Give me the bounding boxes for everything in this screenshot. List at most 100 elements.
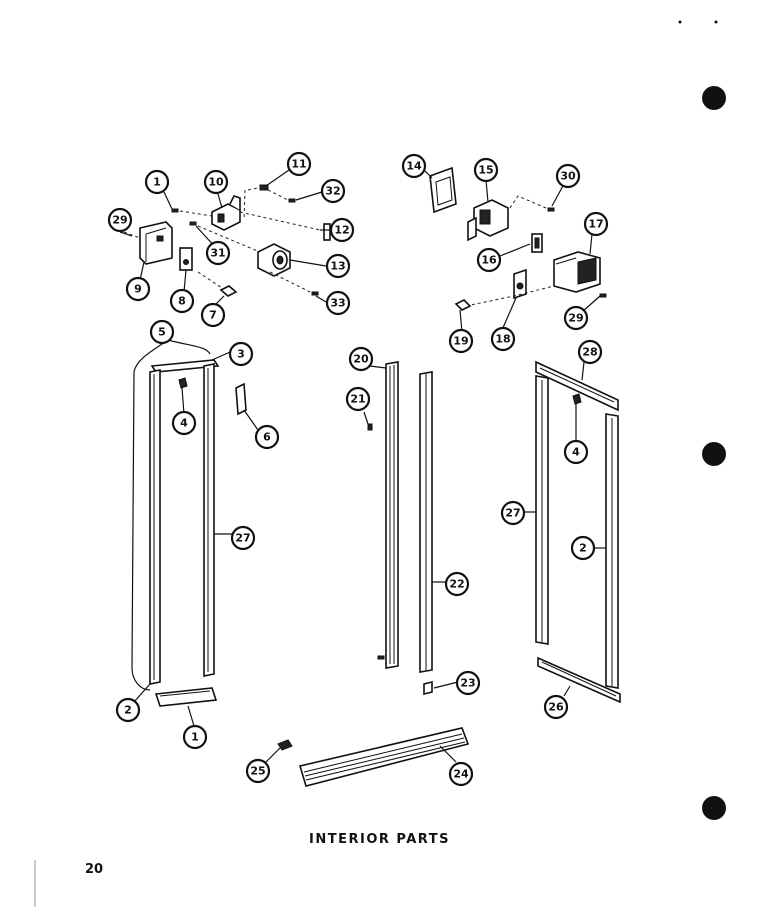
svg-text:2: 2 bbox=[579, 542, 587, 555]
callout-23: 23 bbox=[455, 670, 481, 696]
bolt-4-left bbox=[178, 377, 188, 389]
svg-text:26: 26 bbox=[548, 701, 564, 714]
callout-19: 19 bbox=[448, 328, 474, 354]
wire-5 bbox=[131, 339, 211, 691]
scan-speck bbox=[714, 20, 718, 24]
callout-28: 28 bbox=[577, 339, 603, 365]
svg-text:23: 23 bbox=[460, 677, 475, 690]
channel-22 bbox=[419, 371, 433, 673]
frame-rail-top-28 bbox=[535, 360, 619, 412]
callout-22: 22 bbox=[444, 571, 470, 597]
svg-text:1: 1 bbox=[153, 176, 161, 189]
grille-14 bbox=[429, 166, 457, 214]
frame-rail-right-2 bbox=[605, 413, 619, 689]
callout-17: 17 bbox=[583, 211, 609, 237]
svg-text:5: 5 bbox=[158, 326, 166, 339]
callout-27-right: 27 bbox=[500, 500, 526, 526]
control-15 bbox=[467, 199, 509, 242]
frame-rail-bottom-1 bbox=[154, 687, 218, 707]
svg-text:8: 8 bbox=[178, 295, 186, 308]
cap-23 bbox=[423, 680, 433, 696]
callout-20: 20 bbox=[348, 346, 374, 372]
callout-30-left: 1 bbox=[144, 169, 170, 195]
callout-12: 12 bbox=[329, 217, 355, 243]
callout-3: 3 bbox=[228, 341, 254, 367]
svg-text:18: 18 bbox=[495, 333, 510, 346]
svg-text:27: 27 bbox=[235, 532, 250, 545]
svg-text:6: 6 bbox=[263, 431, 271, 444]
channel-20 bbox=[377, 361, 399, 669]
svg-text:21: 21 bbox=[350, 393, 365, 406]
callout-33: 33 bbox=[325, 290, 351, 316]
frame-rail-bottom-26 bbox=[537, 656, 621, 704]
svg-text:31: 31 bbox=[210, 247, 225, 260]
callout-9: 9 bbox=[125, 276, 151, 302]
svg-text:20: 20 bbox=[353, 353, 369, 366]
svg-text:15: 15 bbox=[478, 164, 493, 177]
callout-5: 5 bbox=[149, 319, 175, 345]
svg-text:4: 4 bbox=[572, 446, 580, 459]
screw-30-right bbox=[509, 195, 555, 212]
svg-text:33: 33 bbox=[330, 297, 345, 310]
frame-rail-right-27 bbox=[203, 363, 215, 677]
screw-21 bbox=[367, 423, 373, 431]
page-number: 20 bbox=[85, 862, 104, 877]
housing-9 bbox=[139, 221, 173, 265]
callout-21: 21 bbox=[345, 386, 371, 412]
callout-26: 26 bbox=[543, 694, 569, 720]
callout-16: 16 bbox=[476, 247, 502, 273]
callout-4-right: 4 bbox=[563, 439, 589, 465]
callout-2-right: 2 bbox=[570, 535, 596, 561]
callout-24: 24 bbox=[448, 761, 474, 787]
svg-text:1: 1 bbox=[191, 731, 199, 744]
callout-7: 7 bbox=[200, 302, 226, 328]
svg-text:29: 29 bbox=[112, 214, 127, 227]
callout-15: 15 bbox=[473, 157, 499, 183]
svg-text:25: 25 bbox=[250, 765, 265, 778]
svg-text:9: 9 bbox=[134, 283, 142, 296]
frame-rail-top-3 bbox=[150, 359, 220, 373]
clip-19 bbox=[454, 299, 472, 311]
svg-text:10: 10 bbox=[208, 176, 224, 189]
svg-text:14: 14 bbox=[406, 160, 422, 173]
bolt-4-right bbox=[572, 393, 582, 405]
svg-text:30: 30 bbox=[560, 170, 576, 183]
callout-31: 31 bbox=[205, 240, 231, 266]
leader-lines bbox=[117, 169, 606, 763]
screw-31 bbox=[189, 221, 261, 253]
svg-text:22: 22 bbox=[449, 578, 464, 591]
callout-29-right: 29 bbox=[563, 305, 589, 331]
callout-27-left: 27 bbox=[230, 525, 256, 551]
svg-text:12: 12 bbox=[334, 224, 349, 237]
svg-text:2: 2 bbox=[124, 704, 132, 717]
screw-33 bbox=[269, 271, 319, 296]
svg-text:16: 16 bbox=[481, 254, 497, 267]
callout-4-left: 4 bbox=[171, 410, 197, 436]
svg-text:27: 27 bbox=[505, 507, 520, 520]
scan-speck bbox=[678, 20, 682, 24]
callout-1: 1 bbox=[182, 724, 208, 750]
svg-text:17: 17 bbox=[588, 218, 603, 231]
screw-32 bbox=[267, 189, 296, 203]
binder-hole-top bbox=[702, 86, 726, 110]
knob-16 bbox=[531, 233, 543, 253]
bracket-10 bbox=[211, 195, 241, 231]
diagram-title: INTERIOR PARTS bbox=[309, 832, 450, 847]
callout-30-right: 30 bbox=[555, 163, 581, 189]
screw-30-left bbox=[171, 208, 213, 217]
svg-text:13: 13 bbox=[330, 260, 345, 273]
svg-text:24: 24 bbox=[453, 768, 469, 781]
screw-25 bbox=[277, 739, 293, 751]
svg-text:28: 28 bbox=[582, 346, 597, 359]
callout-25: 25 bbox=[245, 758, 271, 784]
frame-rail-left-2 bbox=[149, 369, 161, 685]
svg-text:4: 4 bbox=[180, 417, 188, 430]
svg-text:11: 11 bbox=[291, 158, 306, 171]
trim-24 bbox=[298, 727, 470, 787]
frame-rail-left-27 bbox=[535, 375, 549, 645]
svg-text:29: 29 bbox=[568, 312, 583, 325]
callout-14: 14 bbox=[401, 153, 427, 179]
svg-text:19: 19 bbox=[453, 335, 468, 348]
pin-12 bbox=[239, 211, 331, 241]
